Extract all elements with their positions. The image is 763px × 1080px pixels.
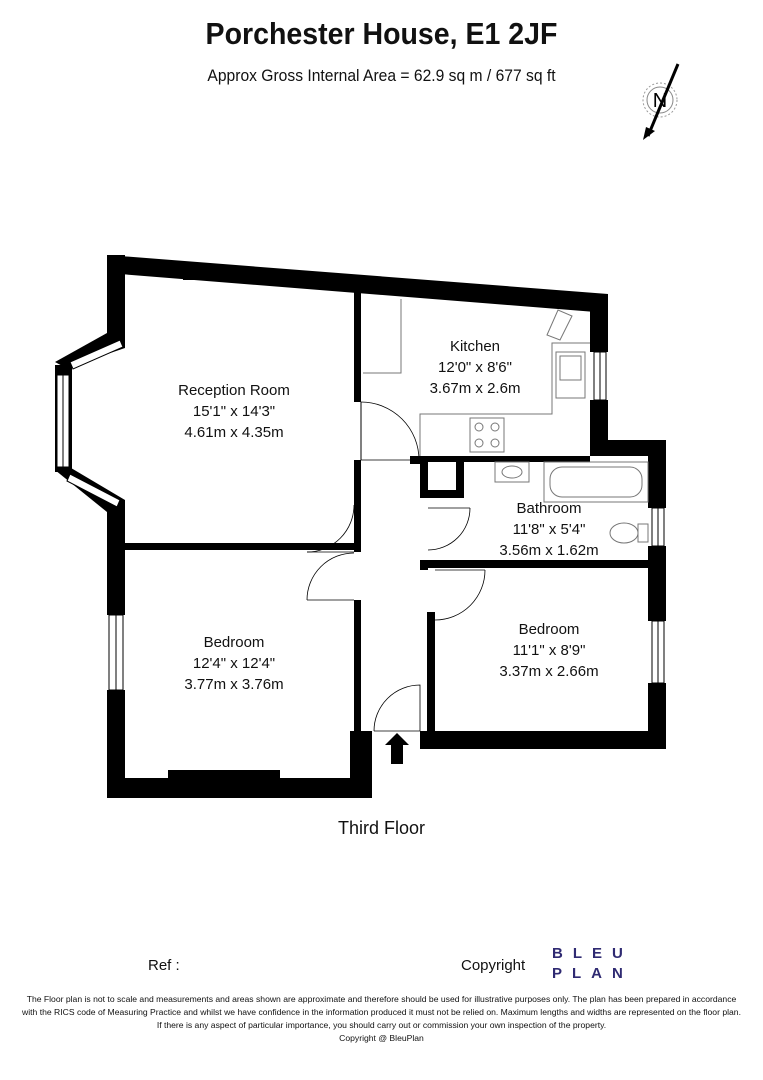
disclaimer-line-1: The Floor plan is not to scale and measu…: [26, 994, 737, 1004]
disclaimer-line-3: If there is any aspect of particular imp…: [156, 1020, 607, 1030]
sink-icon: [555, 351, 586, 399]
bathroom-fittings: [494, 461, 649, 544]
room-kitchen: Kitchen 12'0" x 8'6" 3.67m x 2.6m: [430, 338, 521, 397]
room-dimensions-imperial: 11'8" x 5'4": [513, 521, 586, 538]
disclaimer: The Floor plan is not to scale and measu…: [4, 993, 759, 1045]
ref-label: Ref :: [148, 957, 180, 974]
room-name: Bathroom: [516, 500, 581, 517]
toilet-icon: [609, 522, 639, 544]
logo-line-2: PLAN: [552, 965, 633, 982]
bathtub-icon: [543, 461, 649, 503]
room-dimensions-metric: 3.37m x 2.66m: [499, 663, 598, 680]
washbasin-icon: [494, 461, 530, 483]
disclaimer-line-4: Copyright @ BleuPlan: [339, 1033, 424, 1043]
disclaimer-line-2: with the RICS code of Measuring Practice…: [22, 1007, 741, 1017]
windows: [56, 339, 665, 691]
kitchen-worktop: [363, 299, 590, 456]
copyright-label: Copyright: [461, 957, 526, 974]
room-bathroom: Bathroom 11'8" x 5'4" 3.56m x 1.62m: [499, 500, 598, 559]
plan-title: Porchester House, E1 2JF: [205, 16, 558, 51]
room-name: Kitchen: [450, 338, 500, 355]
door-swings: [306, 401, 486, 732]
room-dimensions-imperial: 15'1" x 14'3": [193, 403, 275, 420]
kitchen-door-leaf: [546, 309, 573, 341]
floor-label: Third Floor: [337, 818, 426, 838]
room-bedroom-1: Bedroom 12'4" x 12'4" 3.77m x 3.76m: [184, 634, 283, 693]
room-dimensions-metric: 3.77m x 3.76m: [184, 676, 283, 693]
hob-icon: [469, 417, 505, 453]
room-name: Reception Room: [178, 382, 290, 399]
room-dimensions-imperial: 11'1" x 8'9": [513, 642, 586, 659]
interior-walls: [125, 290, 666, 740]
gross-area-subtitle: Approx Gross Internal Area = 62.9 sq m /…: [207, 66, 556, 85]
room-name: Bedroom: [204, 634, 265, 651]
room-name: Bedroom: [519, 621, 580, 638]
north-compass-icon: N: [642, 63, 680, 140]
room-dimensions-metric: 3.56m x 1.62m: [499, 542, 598, 559]
room-reception: Reception Room 15'1" x 14'3" 4.61m x 4.3…: [178, 382, 290, 441]
logo-line-1: BLEU: [552, 945, 633, 962]
room-dimensions-imperial: 12'0" x 8'6": [438, 359, 512, 376]
room-dimensions-metric: 3.67m x 2.6m: [430, 380, 521, 397]
entrance-arrow-icon: [385, 733, 409, 764]
bleuplan-logo: BLEU PLAN: [552, 944, 633, 984]
room-bedroom-2: Bedroom 11'1" x 8'9" 3.37m x 2.66m: [499, 621, 598, 680]
room-dimensions-metric: 4.61m x 4.35m: [184, 424, 283, 441]
room-dimensions-imperial: 12'4" x 12'4": [193, 655, 275, 672]
compass-north-label: N: [653, 90, 667, 112]
